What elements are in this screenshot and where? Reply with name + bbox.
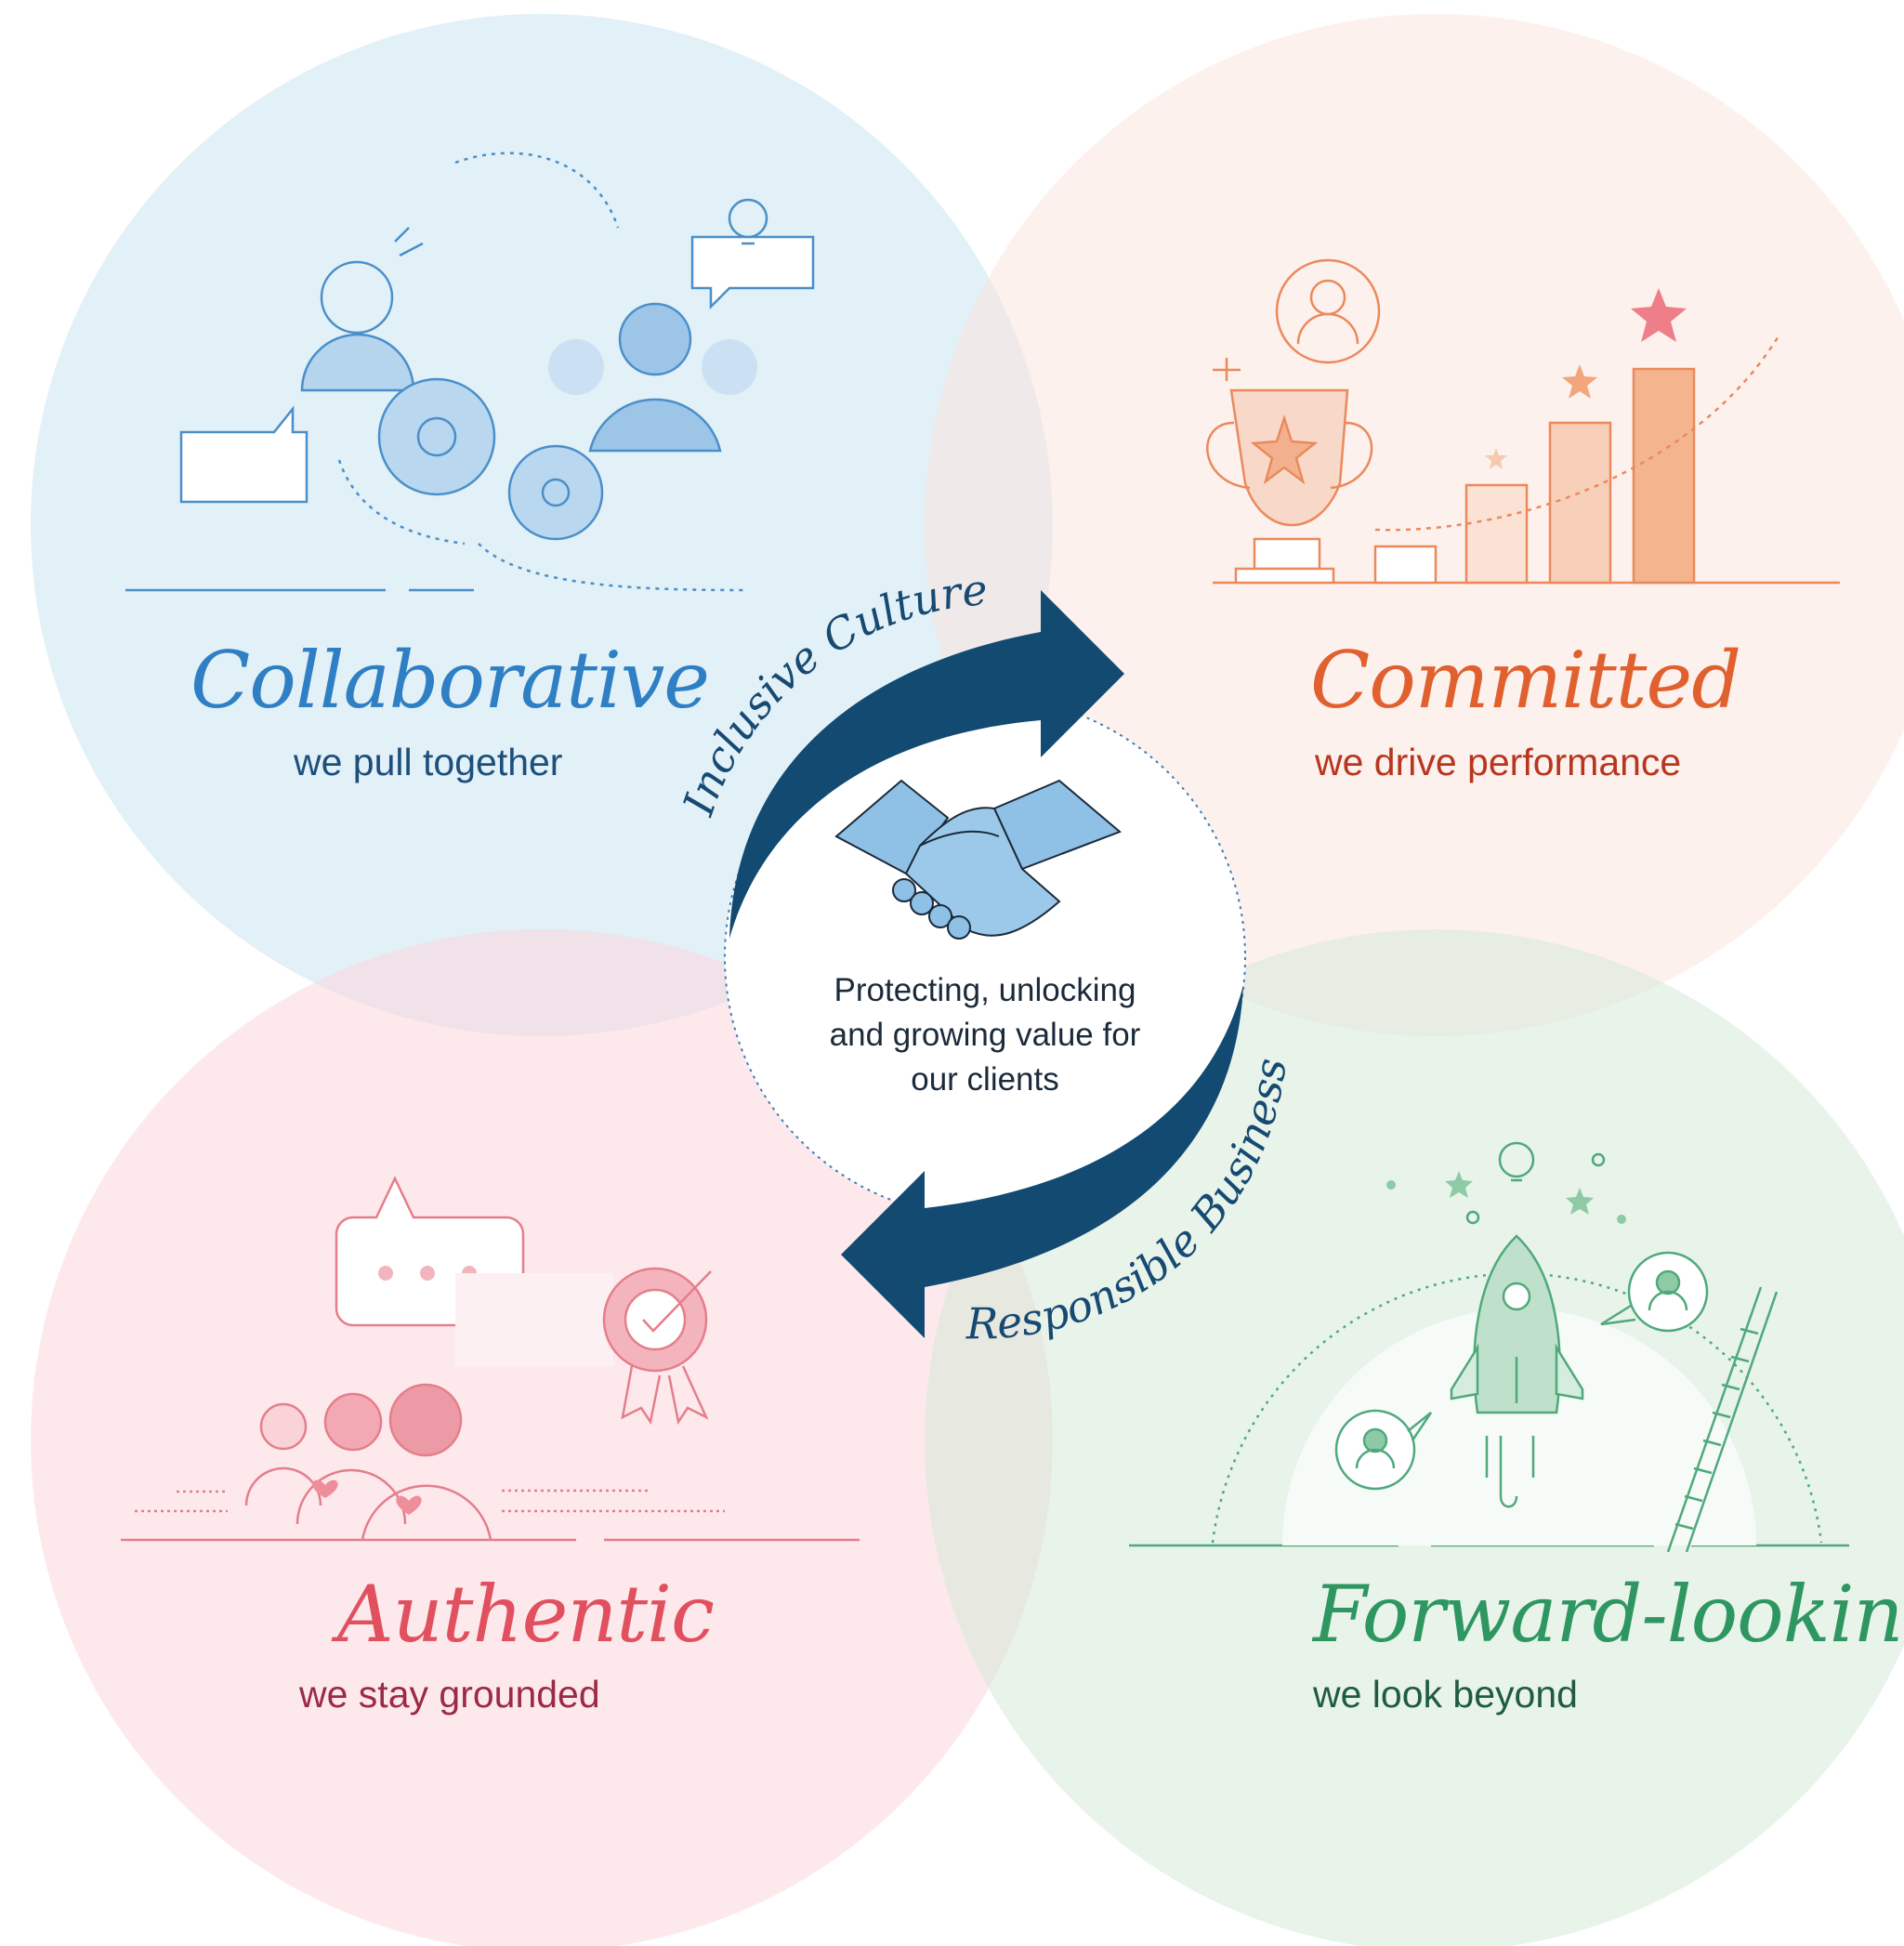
authentic-subtitle: we stay grounded: [299, 1673, 600, 1716]
center-line-1: Protecting, unlocking: [834, 972, 1136, 1008]
center-line-3: our clients: [911, 1061, 1059, 1098]
people-hearts-award-icon: [121, 1176, 860, 1542]
collaborative-title: Collaborative: [190, 635, 710, 726]
responsible-business-arrow: [841, 985, 1243, 1338]
center-statement: Protecting, unlocking and growing value …: [781, 968, 1189, 1102]
authentic-circle: [31, 929, 1053, 1946]
authentic-title: Authentic: [337, 1569, 715, 1660]
inclusive-culture-arrow: [729, 590, 1124, 939]
committed-title: Committed: [1310, 635, 1741, 726]
forward-looking-subtitle: we look beyond: [1313, 1673, 1578, 1716]
center-dotted-ring: [724, 696, 1246, 1218]
rocket-ladder-icon: [1129, 1141, 1849, 1553]
collaborative-subtitle: we pull together: [294, 741, 563, 783]
handshake-icon: [834, 779, 1122, 940]
trophy-bar-chart-icon: [1206, 258, 1840, 585]
teamwork-gears-icon: [125, 151, 815, 592]
committed-subtitle: we drive performance: [1315, 741, 1682, 783]
center-line-2: and growing value for: [829, 1017, 1141, 1053]
forward-looking-title: Forward-looking: [1313, 1569, 1904, 1660]
